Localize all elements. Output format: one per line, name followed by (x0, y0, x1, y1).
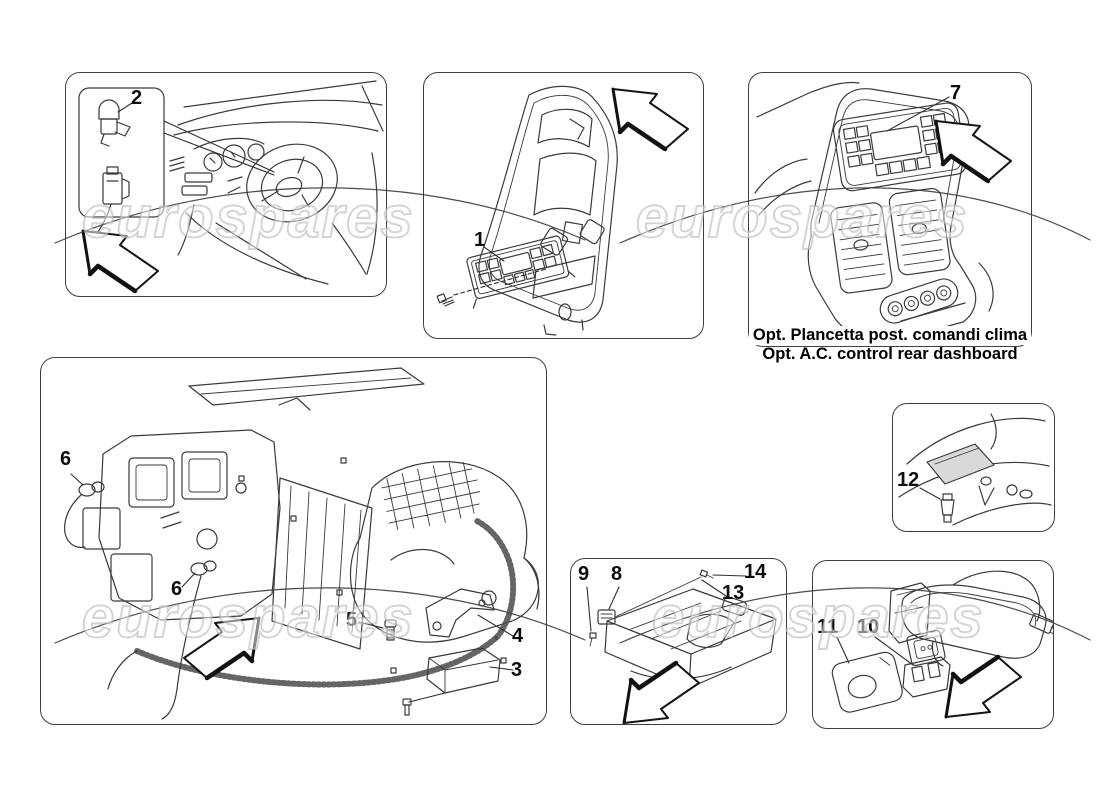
panel-dashboard-sensor (65, 72, 387, 297)
callout-4: 4 (512, 625, 524, 647)
direction-arrow (613, 89, 688, 149)
direction-arrow (184, 618, 259, 678)
direction-arrow (946, 657, 1021, 717)
exterior-sensor-drawing (898, 413, 1052, 526)
callout-3: 3 (511, 659, 523, 681)
hvac-assembly-drawing (64, 367, 540, 720)
callout-13: 13 (722, 582, 745, 604)
panel-exterior-sensor (892, 403, 1055, 532)
underdash-drawing (586, 569, 777, 724)
callout-10: 10 (857, 616, 880, 638)
front-console-drawing (436, 85, 703, 336)
panel-underdash (570, 558, 787, 725)
panel-rear-console (748, 72, 1032, 347)
panel-hvac-assembly (40, 357, 547, 725)
callout-9: 9 (578, 563, 590, 585)
mirror-drawing (831, 570, 1053, 728)
caption-line-italian: Opt. Plancetta post. comandi clima (748, 326, 1032, 345)
panel-mirror (812, 560, 1054, 729)
callout-5: 5 (346, 609, 358, 631)
callout-2: 2 (131, 87, 143, 109)
callout-6a: 6 (60, 448, 72, 470)
callout-6b: 6 (171, 578, 183, 600)
panel-front-console (423, 72, 704, 339)
dashboard-sensor-drawing (78, 80, 384, 296)
rear-console-drawing (754, 81, 1031, 341)
callout-14: 14 (744, 561, 767, 583)
rear-console-caption: Opt. Plancetta post. comandi clima Opt. … (740, 326, 1040, 364)
callout-8: 8 (611, 563, 623, 585)
callout-7: 7 (950, 82, 962, 104)
callout-1: 1 (474, 229, 486, 251)
callout-12: 12 (897, 469, 920, 491)
caption-line-english: Opt. A.C. control rear dashboard (762, 345, 1018, 363)
direction-arrow (936, 121, 1011, 181)
direction-arrow (83, 231, 158, 291)
callout-11: 11 (817, 616, 839, 638)
